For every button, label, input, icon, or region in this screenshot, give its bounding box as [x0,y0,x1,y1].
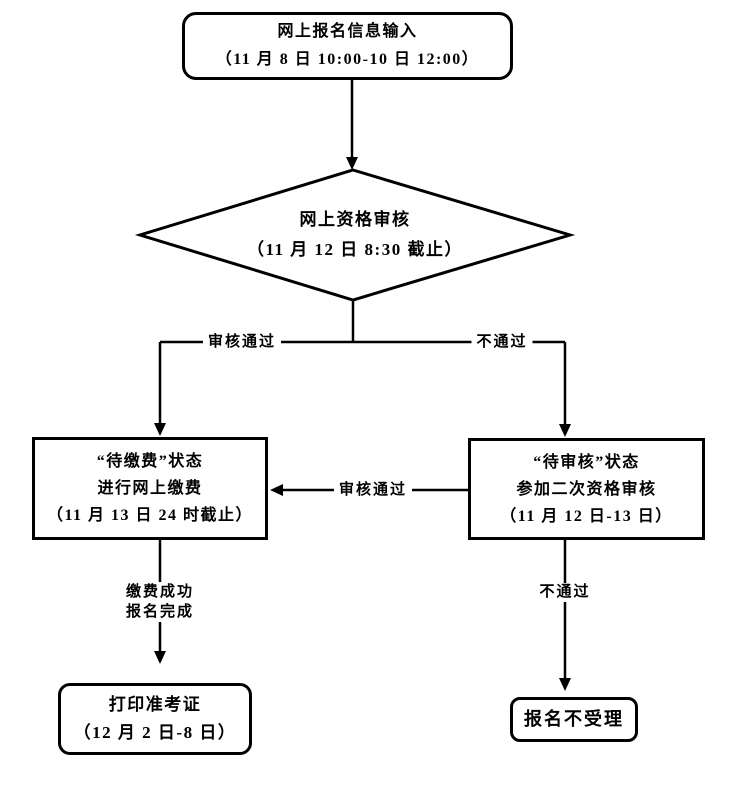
node-pending-payment: “待缴费”状态 进行网上缴费 （11 月 13 日 24 时截止） [32,437,268,540]
node-line: （11 月 12 日 8:30 截止） [247,240,463,259]
edge-label-second-review-pass: 审核通过 [333,481,413,500]
edge-label-review-pass: 审核通过 [202,333,282,352]
node-line: （11 月 13 日 24 时截止） [46,507,254,524]
node-line: 进行网上缴费 [97,480,203,497]
node-print-admission-ticket: 打印准考证 （12 月 2 日-8 日） [58,683,252,755]
node-line: 打印准考证 [108,695,202,714]
node-line: （11 月 8 日 10:00-10 日 12:00） [215,51,480,68]
edge-label-line: 缴费成功 [125,584,195,600]
node-registration-not-accepted: 报名不受理 [510,697,638,742]
edge-label-line: 报名完成 [125,604,195,620]
node-line: 网上报名信息输入 [277,23,418,40]
node-line: 参加二次资格审核 [516,480,657,498]
node-line: 网上资格审核 [299,210,411,229]
node-online-registration-input: 网上报名信息输入 （11 月 8 日 10:00-10 日 12:00） [182,12,513,80]
arrowhead-second-review-to-reject [559,678,571,691]
arrowhead-pass-to-pay [154,423,166,436]
edge-label-review-fail: 不通过 [471,333,533,352]
node-line: 报名不受理 [524,709,624,729]
node-line: （12 月 2 日-8 日） [73,723,237,742]
arrowhead-pay-to-print [154,651,166,664]
arrowhead-second-review-to-pay [270,484,283,496]
node-online-qualification-review: 网上资格审核 （11 月 12 日 8:30 截止） [145,172,565,298]
node-line: （11 月 12 日-13 日） [500,507,673,525]
edge-label-payment-success: 缴费成功 报名完成 [120,582,200,622]
arrowhead-start-to-review [346,157,358,170]
arrowhead-fail-to-second-review [559,424,571,437]
node-pending-review: “待审核”状态 参加二次资格审核 （11 月 12 日-13 日） [468,438,705,540]
node-line: “待缴费”状态 [96,453,204,470]
node-line: “待审核”状态 [533,453,640,471]
edge-label-second-review-fail: 不通过 [534,583,596,602]
